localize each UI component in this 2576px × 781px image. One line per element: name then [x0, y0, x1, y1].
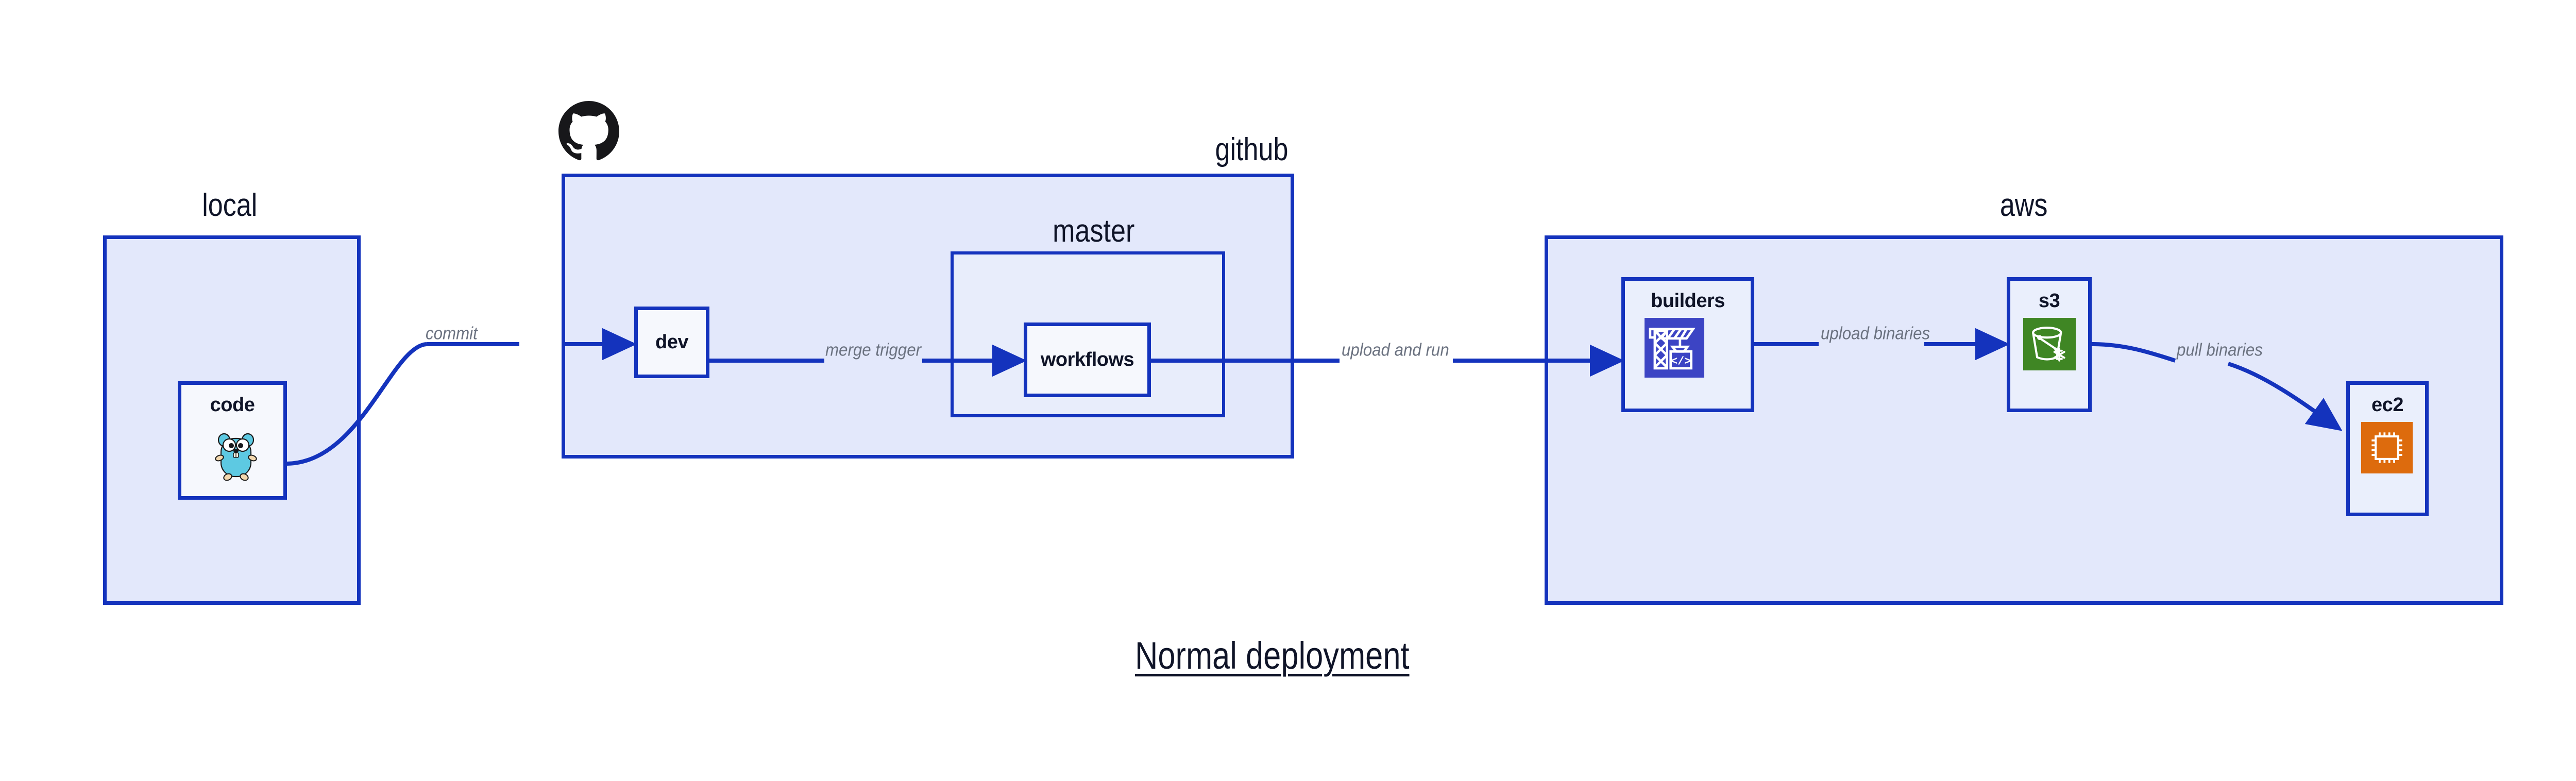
subgroup-master-label: master: [1053, 213, 1135, 249]
node-ec2-label: ec2: [2371, 394, 2403, 416]
node-s3[interactable]: s3: [2007, 277, 2092, 412]
aws-codebuild-icon: </>: [1645, 318, 1704, 378]
node-workflows-label: workflows: [1040, 349, 1134, 370]
node-code-label: code: [210, 394, 255, 416]
edge-pull-binaries-label: pull binaries: [2177, 340, 2263, 360]
node-workflows[interactable]: workflows: [1024, 322, 1151, 397]
svg-text:</>: </>: [1671, 355, 1691, 368]
edge-merge-trigger-label: merge trigger: [825, 340, 922, 360]
diagram-title: Normal deployment: [1135, 634, 1410, 677]
github-octocat-logo: [558, 101, 619, 162]
node-dev-label: dev: [655, 331, 688, 353]
node-ec2[interactable]: ec2: [2346, 381, 2429, 516]
aws-s3-bucket-icon: [2023, 318, 2076, 370]
node-builders-label: builders: [1651, 290, 1725, 312]
group-aws-label: aws: [1999, 188, 2048, 223]
node-code[interactable]: code: [178, 381, 287, 500]
edge-commit-label: commit: [426, 324, 478, 344]
group-local-label: local: [202, 188, 258, 223]
node-s3-label: s3: [2038, 290, 2060, 312]
go-gopher-icon: [213, 426, 259, 484]
edge-upload-and-run-label: upload and run: [1342, 340, 1449, 360]
node-builders[interactable]: builders: [1621, 277, 1754, 412]
edge-upload-binaries-label: upload binaries: [1821, 324, 1930, 344]
node-dev[interactable]: dev: [634, 307, 709, 378]
aws-ec2-chip-icon: [2361, 422, 2413, 473]
group-github-label: github: [1215, 132, 1289, 167]
